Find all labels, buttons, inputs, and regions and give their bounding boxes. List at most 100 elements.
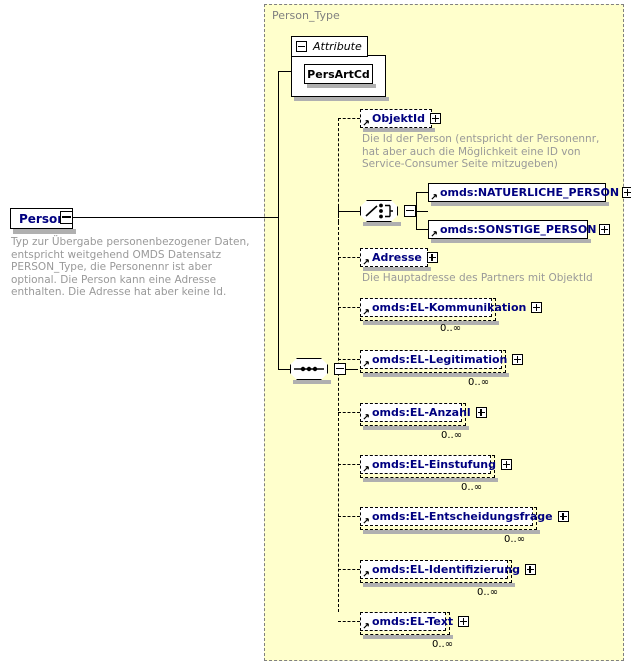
connector-spine-content <box>278 217 279 369</box>
attribute-container-shadow <box>294 97 389 101</box>
cardinality-label: 0..∞ <box>461 482 483 493</box>
reference-arrow-icon <box>363 414 369 420</box>
sequence-icon <box>294 366 324 372</box>
cardinality-label: 0..∞ <box>504 534 526 545</box>
choice-branch-bar <box>416 192 417 230</box>
root-element-label: Person <box>19 211 66 226</box>
cardinality-label: 0..∞ <box>468 377 490 388</box>
trunk-lower-dashed <box>338 222 339 612</box>
attribute-group-label: Attribute <box>313 40 362 53</box>
element-el-kommunikation-wrap: omds:EL-Kommunikation <box>360 298 543 325</box>
element-objektid-annotation: Die Id der Person (entspricht der Person… <box>362 133 600 170</box>
minus-box-icon[interactable] <box>60 211 73 224</box>
plus-box-icon[interactable] <box>557 511 569 522</box>
element-label: omds:EL-Identifizierung <box>372 563 520 576</box>
minus-box-icon[interactable] <box>296 41 307 52</box>
element-natuerliche-person-wrap: omds:NATUERLICHE_PERSON <box>428 183 631 206</box>
branch-el-anzahl <box>338 412 360 413</box>
element-natuerliche-person[interactable]: omds:NATUERLICHE_PERSON <box>428 183 631 202</box>
reference-arrow-icon <box>363 466 369 472</box>
element-label: omds:EL-Anzahl <box>372 406 471 419</box>
branch-natuerliche-person <box>416 192 428 193</box>
reference-arrow-icon <box>363 361 369 367</box>
element-adresse[interactable]: Adresse <box>360 248 438 267</box>
branch-el-entscheidungsfrage <box>338 516 360 517</box>
element-el-text[interactable]: omds:EL-Text <box>360 612 470 631</box>
plus-box-icon[interactable] <box>501 459 513 470</box>
element-el-einstufung[interactable]: omds:EL-Einstufung <box>360 455 513 474</box>
root-element-person[interactable]: Person <box>10 208 73 229</box>
element-el-einstufung-wrap: omds:EL-Einstufung <box>360 455 513 482</box>
element-label: omds:EL-Legitimation <box>372 353 508 366</box>
element-el-text-wrap: omds:EL-Text <box>360 612 470 639</box>
reference-arrow-icon <box>363 120 369 126</box>
branch-adresse <box>338 257 360 258</box>
element-label: ObjektId <box>372 112 425 125</box>
element-el-legitimation[interactable]: omds:EL-Legitimation <box>360 350 524 369</box>
connector-to-sequence <box>278 369 290 370</box>
plus-box-icon[interactable] <box>458 616 470 627</box>
plus-box-icon[interactable] <box>531 302 543 313</box>
cardinality-label: 0..∞ <box>477 587 499 598</box>
branch-el-text <box>338 621 360 622</box>
reference-arrow-icon <box>363 309 369 315</box>
complextype-panel <box>264 4 624 661</box>
plus-box-icon[interactable] <box>599 224 611 235</box>
trunk-upper-dashed <box>338 118 339 222</box>
element-adresse-wrap: Adresse <box>360 248 438 271</box>
root-annotation: Typ zur Übergabe personenbezogener Daten… <box>11 236 250 298</box>
element-sonstige-person[interactable]: omds:SONSTIGE_PERSON <box>428 220 611 239</box>
person-box-shadow <box>13 229 76 234</box>
choice-stem <box>416 211 428 212</box>
branch-el-legitimation <box>338 359 360 360</box>
choice-icon <box>365 203 393 219</box>
plus-box-icon[interactable] <box>524 564 536 575</box>
attribute-shadow <box>307 84 376 88</box>
attribute-label: PersArtCd <box>307 67 370 81</box>
branch-objektid <box>338 118 360 119</box>
element-label: omds:SONSTIGE_PERSON <box>440 223 597 236</box>
minus-box-icon[interactable] <box>334 363 346 375</box>
reference-arrow-icon <box>363 259 369 265</box>
element-objektid-wrap: ObjektId <box>360 109 441 132</box>
branch-el-kommunikation <box>338 307 360 308</box>
element-el-legitimation-wrap: omds:EL-Legitimation <box>360 350 524 377</box>
branch-el-identifizierung <box>338 569 360 570</box>
branch-choice <box>338 211 360 212</box>
element-el-anzahl[interactable]: omds:EL-Anzahl <box>360 403 487 422</box>
element-label: omds:NATUERLICHE_PERSON <box>440 186 620 199</box>
cardinality-label: 0..∞ <box>432 639 454 650</box>
reference-arrow-icon <box>363 518 369 524</box>
element-el-identifizierung[interactable]: omds:EL-Identifizierung <box>360 560 536 579</box>
element-label: omds:EL-Einstufung <box>372 458 497 471</box>
element-el-entscheidungsfrage-wrap: omds:EL-Entscheidungsfrage <box>360 507 569 534</box>
element-label: Adresse <box>372 251 422 264</box>
reference-arrow-icon <box>431 194 437 200</box>
connector-spine-attribute <box>278 71 279 218</box>
element-objektid[interactable]: ObjektId <box>360 109 441 128</box>
minus-box-icon[interactable] <box>404 205 416 217</box>
element-el-entscheidungsfrage[interactable]: omds:EL-Entscheidungsfrage <box>360 507 569 526</box>
element-el-anzahl-wrap: omds:EL-Anzahl <box>360 403 487 430</box>
plus-box-icon[interactable] <box>512 354 524 365</box>
plus-box-icon[interactable] <box>426 252 438 263</box>
cardinality-label: 0..∞ <box>441 430 463 441</box>
plus-box-icon[interactable] <box>475 407 487 418</box>
branch-sonstige-person <box>416 229 428 230</box>
element-el-kommunikation[interactable]: omds:EL-Kommunikation <box>360 298 543 317</box>
element-label: omds:EL-Kommunikation <box>372 301 527 314</box>
reference-arrow-icon <box>363 623 369 629</box>
branch-el-einstufung <box>338 464 360 465</box>
element-label: omds:EL-Entscheidungsfrage <box>372 510 553 523</box>
plus-box-icon[interactable] <box>430 113 441 124</box>
connector-to-attribute-box <box>278 71 291 72</box>
attribute-persartcd[interactable]: PersArtCd <box>304 64 373 84</box>
sequence-stem <box>346 369 358 370</box>
element-sonstige-person-wrap: omds:SONSTIGE_PERSON <box>428 220 611 243</box>
reference-arrow-icon <box>363 571 369 577</box>
attribute-group-header[interactable]: Attribute <box>291 36 368 57</box>
connector-person-to-type <box>73 217 278 218</box>
cardinality-label: 0..∞ <box>440 323 462 334</box>
plus-box-icon[interactable] <box>622 187 631 198</box>
